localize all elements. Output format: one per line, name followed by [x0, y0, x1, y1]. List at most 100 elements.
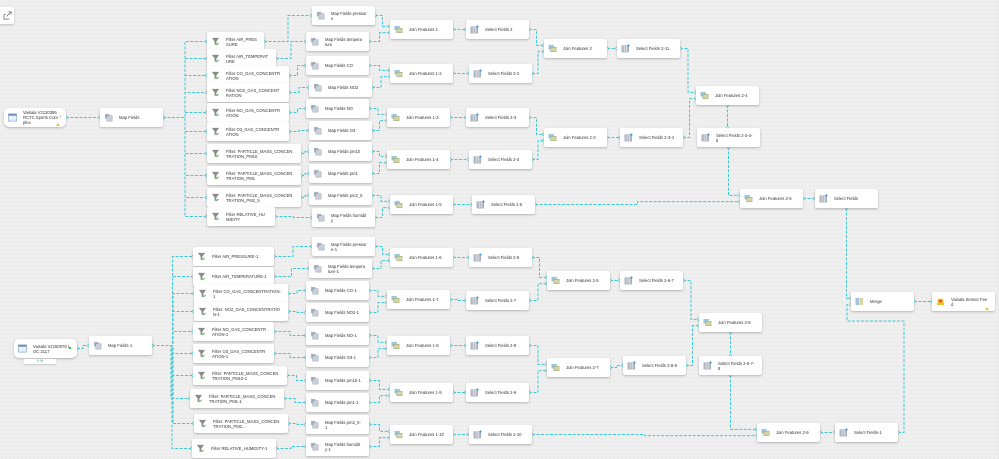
select-node[interactable]: Select Fields 2-5	[472, 195, 535, 214]
select-node[interactable]: Select Fields 2-8	[466, 336, 529, 355]
map-node[interactable]: Map Fields pm1-1	[306, 393, 369, 412]
filter-node[interactable]: Filter NO_GAS_CONCENTRATION-1	[193, 322, 274, 341]
map-node[interactable]: Map Fields NO	[306, 99, 369, 118]
map-node[interactable]: Map Fields NO-1	[306, 326, 369, 345]
select-node[interactable]: Select Fields	[815, 189, 878, 208]
open-external-icon	[3, 11, 11, 20]
feed-node[interactable]: Vaisala Sensor Feed	[932, 292, 995, 311]
filter-node[interactable]: Filter RELATIVE_HUMIDITY	[207, 207, 275, 226]
merge-node[interactable]: Merge	[851, 292, 914, 311]
map-node[interactable]: Map Fields CO	[306, 56, 369, 75]
map-node[interactable]: Map Fields CO-1	[306, 281, 369, 300]
chevron-right-icon[interactable]: ›	[59, 114, 61, 120]
select-node[interactable]: Select Fields 2-6-7-8	[699, 356, 762, 375]
map-node[interactable]: Map Fields pm10	[309, 142, 372, 161]
select-node[interactable]: Select Fields 2-6	[469, 248, 532, 267]
join-node[interactable]: Join Features 2	[544, 39, 607, 58]
node-label: Select Fields 2-6	[488, 255, 520, 260]
filter-node[interactable]: Filter: PARTICLE_MASS_CONCENTRATION_PM2_…	[207, 188, 301, 207]
select-node[interactable]: Select Fields 2-3-4	[620, 128, 683, 147]
filter-node[interactable]: Filter AIR_PRESSURE	[207, 32, 264, 51]
filter-node[interactable]: Filter RELATIVE_HUMIDITY-1	[192, 439, 276, 458]
map-node[interactable]: Map Fields NO2	[309, 78, 372, 97]
map-node[interactable]: Map Fields pm2_5	[309, 186, 372, 205]
join-node[interactable]: Join Features 1-6	[390, 248, 453, 267]
source-node[interactable]: Vaisala V2130395 RCTC Sports Complex›	[4, 108, 66, 127]
select-node[interactable]: Select Fields 2-7	[466, 291, 529, 310]
join-node[interactable]: Join Features 2-3	[544, 128, 607, 147]
join-node[interactable]: Join Features 1-7	[387, 290, 450, 309]
export-button[interactable]	[0, 7, 14, 24]
filter-node[interactable]: Filter O3_GAS_CONCENTRATION-1	[193, 344, 274, 363]
map-node[interactable]: Map Fields pressure-1	[312, 237, 375, 256]
filter-node[interactable]: Filter: PARTICLE_MASS_CONCENTRATION_PM10…	[193, 366, 287, 385]
select-node[interactable]: Select Fields 2-3-4-5	[697, 128, 760, 147]
join-node[interactable]: Join Features 1-10	[390, 425, 453, 444]
join-node[interactable]: Join Features 1-3	[387, 108, 450, 127]
join-node[interactable]: Join Features 1-5	[390, 195, 453, 214]
map-node[interactable]: Map Fields NO2-1	[306, 303, 369, 322]
node-label: Map Fields pm2_5	[328, 193, 363, 198]
join-icon	[761, 428, 770, 436]
select-icon	[470, 296, 479, 305]
map-node[interactable]: Map Fields	[100, 108, 163, 127]
filter-node[interactable]: Filter AIR_TEMPERATURE-1	[193, 267, 274, 286]
join-node[interactable]: Join Features 2-6	[740, 189, 803, 208]
join-node[interactable]: Join Features 2-4	[696, 86, 759, 105]
filter-node[interactable]: Filter AIR_TEMPERATURE	[207, 49, 276, 68]
select-node[interactable]: Select Fields 2-3	[466, 108, 529, 127]
filter-node[interactable]: Filter NO2_GAS_CONCENTRATION	[207, 83, 289, 102]
join-node[interactable]: Join Features 2-7	[547, 358, 610, 377]
filter-node[interactable]: Filter: PARTICLE_MASS_CONCENTRATION_PM2.…	[194, 414, 288, 433]
select-node[interactable]: Select Fields 2-4	[469, 150, 532, 169]
filter-node[interactable]: Filter: NO2_GAS_CONCENTRATION-1	[194, 302, 288, 321]
map-icon	[310, 398, 319, 407]
map-node[interactable]: Map Fields O3	[309, 121, 372, 140]
join-node[interactable]: Join Features 1-4	[387, 150, 450, 169]
join-node[interactable]: Join Features 2-8	[699, 313, 762, 332]
join-node[interactable]: Join Features 2-9	[757, 423, 820, 442]
select-node[interactable]: Select Fields 2-2	[469, 64, 532, 83]
node-label: Filter: PARTICLE_MASS_CONCENTRATION_PM1-…	[209, 393, 276, 404]
map-node[interactable]: Map Fields humidity	[312, 208, 375, 227]
select-icon	[473, 430, 482, 439]
select-node[interactable]: Select Fields 2-6-7	[620, 271, 683, 290]
join-node[interactable]: Join Features 1-8	[387, 336, 450, 355]
filter-icon	[198, 289, 207, 298]
node-label: Select Fields 2-8	[485, 343, 517, 348]
map-node[interactable]: Map Fields pm10-1	[306, 371, 369, 390]
select-node[interactable]: Select Fields 2	[466, 20, 529, 39]
map-node[interactable]: Map Fields pm2_5-1	[306, 415, 369, 434]
filter-node[interactable]: Filter O3_GAS_CONCENTRATION	[207, 122, 289, 141]
filter-icon	[197, 272, 206, 281]
filter-node[interactable]: Filter: PARTICLE_MASS_CONCENTRATION_PM1	[207, 166, 301, 185]
select-icon	[627, 361, 636, 370]
select-node[interactable]: Select Fields 2-10	[469, 425, 532, 444]
filter-node[interactable]: Filter AIR_PRESSURE-1	[193, 247, 274, 266]
filter-node[interactable]: Filter CO_GAS_CONCENTRATION-1	[194, 284, 288, 303]
map-node[interactable]: Map Fields humidity-1	[306, 437, 369, 456]
select-node[interactable]: Select Fields 2-11	[617, 39, 680, 58]
join-node[interactable]: Join Features 2-5	[547, 271, 610, 290]
filter-node[interactable]: Filter NO_GAS_CONCENTRATION	[207, 103, 289, 122]
select-icon	[839, 428, 848, 437]
node-label: Join Features 2-6	[759, 196, 792, 201]
map-node[interactable]: Map Fields temperature	[306, 32, 369, 51]
node-label: Join Features 1-3	[406, 115, 439, 120]
select-node[interactable]: Select Fields 2-9	[466, 383, 529, 402]
select-node[interactable]: Select Fields-1	[835, 423, 898, 442]
map-node[interactable]: Map Fields pressure	[312, 6, 375, 25]
join-node[interactable]: Join Features 1-2	[390, 64, 453, 83]
join-node[interactable]: Join Features 1	[390, 20, 453, 39]
join-node[interactable]: Join Features 1-9	[390, 383, 453, 402]
select-node[interactable]: Select Fields 2-8-9	[623, 356, 686, 375]
filter-node[interactable]: Filter CO_GAS_CONCENTRATION	[207, 66, 289, 85]
map-node[interactable]: Map Fields-1	[89, 336, 152, 355]
map-node[interactable]: Map Fields temperature-1	[309, 259, 372, 278]
map-node[interactable]: Map Fields O3-1	[306, 348, 369, 367]
map-node[interactable]: Map Fields pm1	[309, 164, 372, 183]
filter-node[interactable]: Filter: PARTICLE_MASS_CONCENTRATION_PM10	[207, 144, 301, 163]
filter-node[interactable]: Filter: PARTICLE_MASS_CONCENTRATION_PM1-…	[190, 389, 284, 408]
